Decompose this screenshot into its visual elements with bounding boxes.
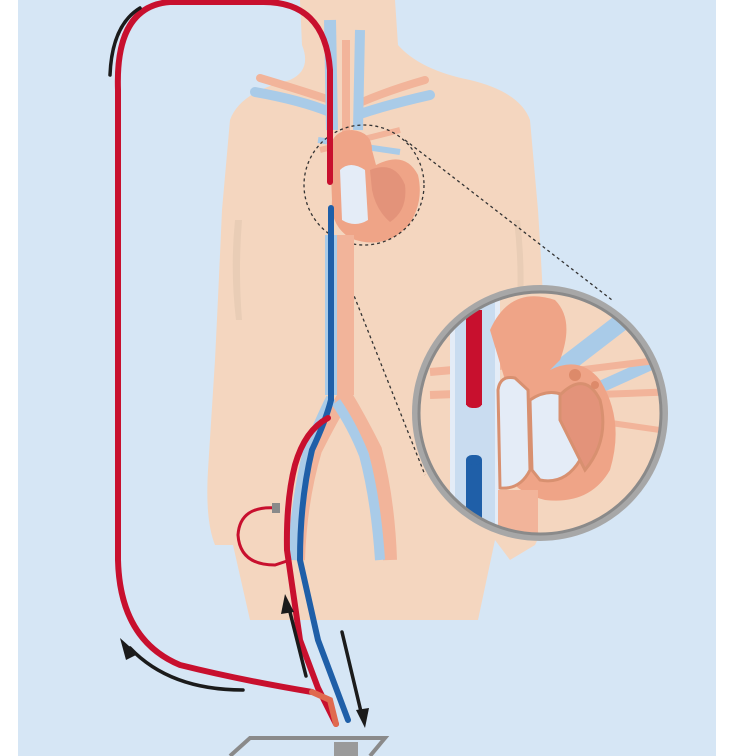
- connector-port: [334, 742, 358, 756]
- loop-connector: [272, 503, 280, 513]
